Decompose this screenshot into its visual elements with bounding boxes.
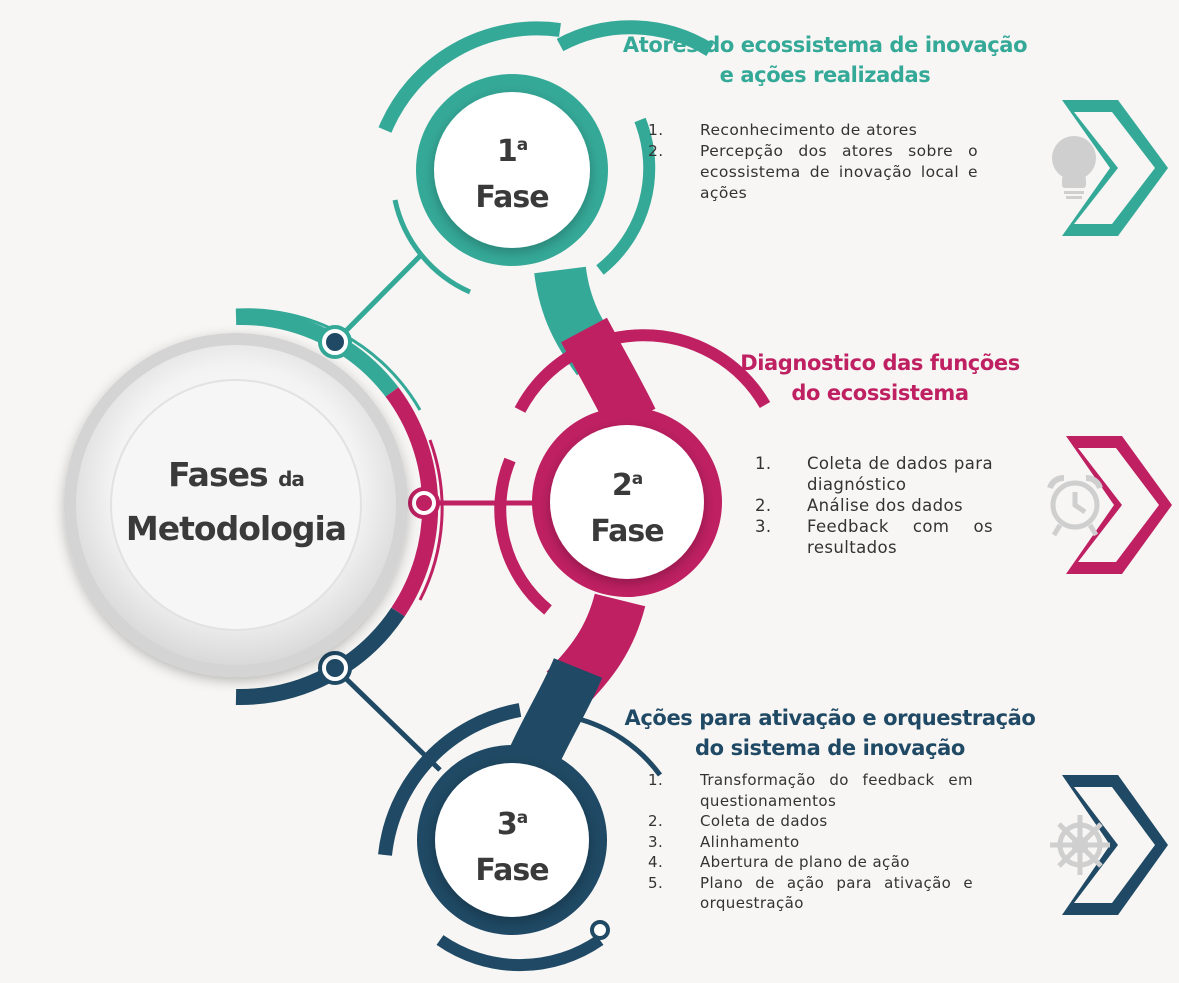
phase-3-heading-line2: do sistema de inovação <box>695 736 965 760</box>
connector-lines <box>318 254 540 772</box>
center-title-line2: Metodologia <box>125 509 347 548</box>
phase-2-circle <box>494 329 771 615</box>
chevron-3 <box>1062 775 1168 915</box>
center-title-main: Fases <box>168 455 269 494</box>
list-item: 5.Plano de ação para ativação e orquestr… <box>648 873 973 913</box>
phase-3-heading: Ações para ativação e orquestração do si… <box>620 703 1040 763</box>
chevron-2 <box>1066 436 1172 574</box>
list-item: 2.Coleta de dados <box>648 812 828 830</box>
phase-2-word: Fase <box>590 514 664 549</box>
list-item: 3.Feedback com os resultados <box>755 517 993 557</box>
phase-3-heading-line1: Ações para ativação e orquestração <box>624 706 1036 730</box>
phase-1-word: Fase <box>475 180 549 215</box>
list-item: 2.Percepção dos atores sobre o ecossiste… <box>648 142 978 202</box>
phase-1-heading-line1: Atores do ecossistema de inovação <box>622 33 1028 57</box>
alarm-clock-icon <box>1047 475 1103 537</box>
phase-2-list: 1.Coleta de dados para diagnóstico 2.Aná… <box>745 453 993 558</box>
list-item: 1.Reconhecimento de atores <box>648 121 918 139</box>
phase-2-number: 2 <box>611 468 633 503</box>
list-item: 4.Abertura de plano de ação <box>648 853 910 871</box>
phase-2-ordinal: a <box>631 469 644 489</box>
phase-1-list: 1.Reconhecimento de atores 2.Percepção d… <box>638 120 978 204</box>
chevrons <box>1062 100 1172 915</box>
phase-2-label: 2a Fase <box>567 456 687 555</box>
center-title-small: da <box>278 467 305 491</box>
phase-3-word: Fase <box>475 853 549 888</box>
center-circle <box>64 333 408 677</box>
center-title: Fases da Metodologia <box>116 450 356 554</box>
phase-2-heading-line2: do ecossistema <box>791 381 969 405</box>
phase-3-list: 1.Transformação do feedback em questiona… <box>638 770 973 914</box>
phase-1-heading: Atores do ecossistema de inovação e açõe… <box>610 30 1040 90</box>
phase-1-circle <box>378 20 714 295</box>
phase-3-ordinal: a <box>516 808 529 828</box>
phase-2-heading-line1: Diagnostico das funções <box>740 351 1020 375</box>
chevron-1 <box>1062 100 1168 236</box>
phase-3-number: 3 <box>496 807 518 842</box>
phase-1-number: 1 <box>496 134 518 169</box>
lightbulb-icon <box>1052 136 1096 199</box>
list-item: 1.Transformação do feedback em questiona… <box>648 771 973 810</box>
list-item: 2.Análise dos dados <box>755 496 963 515</box>
list-item: 3.Alinhamento <box>648 832 800 851</box>
phase-1-heading-line2: e ações realizadas <box>719 63 931 87</box>
phase-2-heading: Diagnostico das funções do ecossistema <box>720 348 1040 408</box>
phase-1-label: 1a Fase <box>452 122 572 221</box>
phase-1-ordinal: a <box>516 135 529 155</box>
phase-3-circle <box>378 703 663 972</box>
phase-3-label: 3a Fase <box>452 795 572 894</box>
ship-wheel-icon <box>1050 815 1110 875</box>
list-item: 1.Coleta de dados para diagnóstico <box>755 454 993 494</box>
